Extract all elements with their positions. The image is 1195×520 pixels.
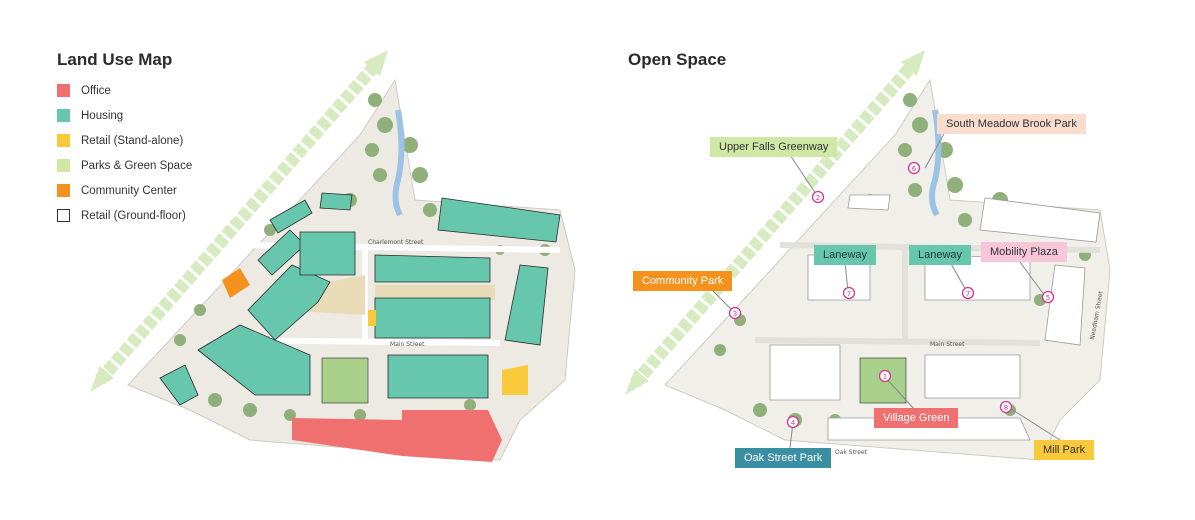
marker-7b: 7 [966,290,970,298]
open-space-title: Open Space [628,50,727,69]
marker-numbers: 1 2 3 4 5 6 7 7 8 [733,165,1050,427]
callout-south-meadow-brook-park: South Meadow Brook Park [937,114,1086,134]
greenway-arrow-right [625,50,925,395]
legend-label: Retail (Ground-floor) [81,209,186,222]
building-footprints [769,194,1101,441]
community-center-swatch [57,184,70,197]
greenway-arrow [90,50,388,392]
housing-swatch [57,109,70,122]
legend-label: Office [81,84,111,97]
callout-leaders [709,131,1061,449]
callout-community-park: Community Park [633,271,733,291]
marker-8: 8 [1004,404,1008,412]
main-street-label: Main Street [390,341,425,348]
legend-item-retail-ground-floor: Retail (Ground-floor) [57,203,192,228]
land-use-legend: Office Housing Retail (Stand-alone) Park… [57,78,192,228]
callout-mobility-plaza: Mobility Plaza [981,242,1067,262]
retail-stand-alone [368,310,528,395]
office-swatch [57,84,70,97]
retail-stand-alone-swatch [57,134,70,147]
stream [392,109,405,217]
legend-label: Parks & Green Space [81,159,193,172]
callout-upper-falls-greenway: Upper Falls Greenway [710,137,838,157]
marker-3: 3 [733,310,737,318]
retail-ground-floor-swatch [57,209,70,222]
charlemont-street-label: Charlemont Street [368,239,424,246]
legend-label: Retail (Stand-alone) [81,134,184,147]
legend-item-parks: Parks & Green Space [57,153,192,178]
callout-mill-park: Mill Park [1034,440,1095,460]
community-center [222,268,250,298]
marker-4: 4 [791,419,796,427]
marker-5: 5 [1046,294,1050,302]
marker-7: 7 [847,290,851,298]
marker-1: 1 [883,373,887,381]
housing-blocks [159,192,561,406]
legend-item-community-center: Community Center [57,178,192,203]
callout-laneway-left: Laneway [814,245,877,265]
parks-swatch [57,159,70,172]
office-block [292,410,502,462]
marker-circles [728,161,1055,429]
legend-item-housing: Housing [57,103,192,128]
legend-item-retail-stand-alone: Retail (Stand-alone) [57,128,192,153]
legend-item-office: Office [57,78,192,103]
callout-oak-street-park: Oak Street Park [735,448,832,468]
marker-6: 6 [912,165,917,173]
marker-2: 2 [816,194,820,202]
land-use-title: Land Use Map [57,50,173,69]
tree-clusters [174,93,551,421]
main-street-label-right: Main Street [930,341,965,348]
callout-laneway-right: Laneway [909,245,972,265]
legend-label: Housing [81,109,124,122]
oak-street-label: Oak Street [835,449,868,456]
callout-village-green: Village Green [874,408,959,428]
legend-label: Community Center [81,184,177,197]
